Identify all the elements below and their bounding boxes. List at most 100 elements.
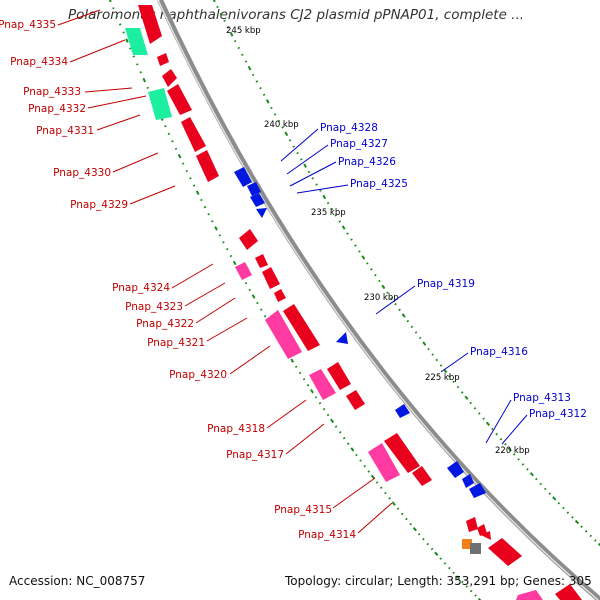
gene-arrow [256, 208, 267, 218]
tick-mark [452, 571, 455, 575]
tick-mark [132, 55, 136, 58]
tick-mark [212, 0, 216, 3]
tick-mark [330, 208, 334, 211]
leader-line [84, 87, 133, 93]
tick-mark [300, 158, 303, 161]
gene-arrow [181, 117, 206, 152]
tick-mark [129, 47, 132, 50]
leader-line [280, 128, 319, 162]
gene-arrow [239, 229, 258, 250]
tick-mark [311, 177, 314, 180]
gene-arrow [274, 289, 286, 302]
leader-line [69, 39, 126, 63]
gene-labels-right: Pnap_4328 Pnap_4327 Pnap_4326 Pnap_4325 … [320, 122, 587, 420]
gene-arrow [477, 524, 487, 536]
tick-mark [359, 459, 362, 462]
tick-mark [338, 431, 342, 434]
tick-mark [256, 301, 259, 305]
gene-arrow [346, 390, 365, 410]
tick-mark [394, 302, 397, 306]
tick-mark [307, 170, 311, 174]
tick-mark [306, 383, 310, 387]
leader-line [501, 414, 528, 445]
tick-mark [543, 487, 547, 491]
tick-mark [350, 447, 355, 452]
tick-mark [200, 198, 203, 202]
tick-mark [358, 250, 361, 253]
tick-mark [326, 413, 330, 417]
tick-mark [548, 492, 552, 495]
tick-mark [244, 60, 248, 63]
backbone-arc [157, 0, 600, 600]
tick-mark [448, 375, 451, 378]
outer-tick-ring [212, 0, 600, 547]
leader-line [266, 399, 307, 429]
tick-mark [460, 391, 464, 394]
tick-mark [418, 336, 422, 340]
tick-mark [290, 358, 295, 363]
tick-mark [417, 532, 421, 536]
tick-mark [296, 151, 299, 155]
tick-mark [469, 589, 473, 593]
leader-line [296, 184, 349, 194]
gene-label: Pnap_4326 [338, 156, 396, 168]
tick-mark [552, 496, 557, 501]
tick-mark [461, 580, 464, 584]
tick-mark [431, 353, 434, 356]
tick-mark [136, 63, 139, 66]
tick-mark [174, 147, 178, 150]
gene-label: Pnap_4325 [350, 178, 408, 190]
tick-mark [448, 566, 451, 570]
tick-mark [396, 507, 400, 511]
tick-mark [226, 26, 230, 29]
tick-mark [375, 481, 379, 484]
tick-mark [485, 421, 490, 427]
gene-arrow [262, 267, 280, 289]
tick-mark [464, 395, 469, 400]
scale-label-245: 245 kbp [226, 26, 261, 36]
gene-label: Pnap_4323 [125, 301, 183, 313]
tick-mark [456, 385, 460, 389]
tick-mark [207, 213, 210, 216]
leader-line [332, 477, 376, 509]
tick-mark [589, 534, 593, 538]
tick-mark [562, 506, 565, 510]
gene-arrow [469, 483, 486, 498]
gene-arrow [481, 531, 491, 540]
gene-features [125, 5, 582, 600]
tick-mark [580, 525, 583, 528]
tick-mark [386, 291, 389, 294]
gene-label: Pnap_4319 [417, 278, 475, 290]
tick-mark [379, 486, 383, 489]
tick-mark [574, 519, 580, 525]
tick-mark [535, 477, 538, 481]
tick-mark [302, 377, 306, 381]
tick-mark [507, 447, 512, 452]
leader-lines-left [57, 9, 393, 534]
tick-mark [469, 401, 472, 405]
tick-mark [211, 220, 214, 223]
tick-mark [330, 418, 335, 424]
gene-label: Pnap_4332 [28, 103, 86, 115]
gene-arrow [447, 461, 464, 478]
gene-box [462, 539, 472, 549]
tick-mark [401, 313, 406, 318]
tick-mark [334, 214, 338, 217]
tick-mark [422, 537, 425, 541]
scale-label-235: 235 kbp [311, 208, 346, 218]
gene-arrow [255, 254, 268, 268]
backbone-arc-highlight [157, 0, 599, 600]
tick-mark [298, 371, 302, 375]
gene-labels-left: Pnap_4335 Pnap_4334 Pnap_4333 Pnap_4332 … [0, 19, 356, 541]
tick-mark [112, 7, 115, 10]
gene-arrow [162, 69, 177, 87]
tick-mark [203, 205, 207, 209]
leader-line [285, 423, 325, 455]
leader-line [96, 114, 141, 131]
gene-label: Pnap_4329 [70, 199, 128, 211]
tick-mark [181, 162, 185, 165]
tick-mark [361, 255, 366, 260]
tick-mark [195, 190, 200, 196]
leader-line [375, 285, 416, 315]
tick-mark [482, 417, 485, 420]
